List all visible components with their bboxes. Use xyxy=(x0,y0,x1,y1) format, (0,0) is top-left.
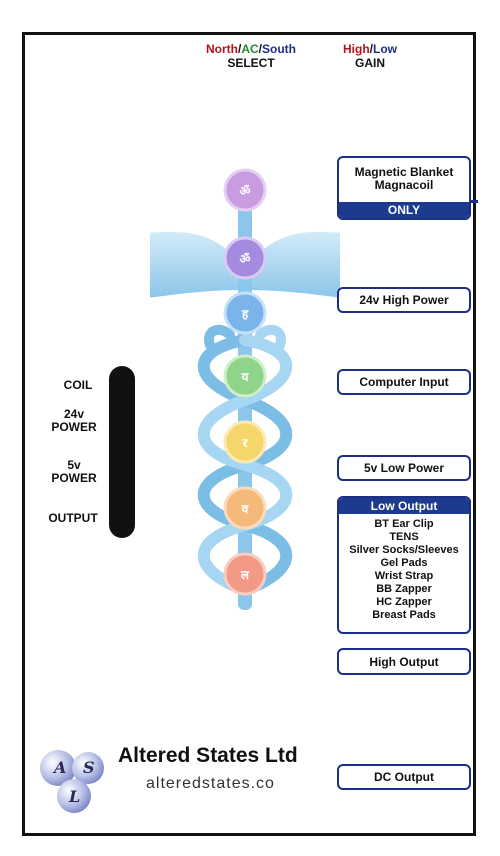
north-label: North xyxy=(205,42,238,56)
gain-header: High/Low GAIN xyxy=(330,42,410,70)
low-output-item: Gel Pads xyxy=(380,557,428,569)
company-name: Altered States Ltd xyxy=(118,744,298,767)
low-output-list: BT Ear Clip TENS Silver Socks/Sleeves Ge… xyxy=(339,514,469,622)
svg-text:व: व xyxy=(241,502,250,516)
caduceus-icon: ॐ ॐ ह य र व ल xyxy=(150,168,340,610)
logo-letter-l: L xyxy=(68,787,80,806)
select-header: North/AC/South SELECT xyxy=(196,42,306,70)
low-output-item: BT Ear Clip xyxy=(374,518,434,530)
power5-label: 5v POWER xyxy=(40,459,108,485)
low-output-item: Silver Socks/Sleeves xyxy=(349,544,459,556)
svg-text:ल: ल xyxy=(240,568,250,582)
low-output-title: Low Output xyxy=(339,498,469,514)
low-output-item: HC Zapper xyxy=(376,596,432,608)
svg-text:य: य xyxy=(241,370,250,384)
magnetic-line2: Magnacoil xyxy=(374,178,434,192)
logo-spheres-icon: A S L xyxy=(40,750,104,813)
chakra-throat-icon: ह xyxy=(223,291,267,335)
low-output-item: TENS xyxy=(389,531,419,543)
chakra-heart-icon: य xyxy=(223,354,267,398)
low-label: Low xyxy=(373,42,397,56)
coil-label: COIL xyxy=(63,378,93,392)
chakra-third-eye-icon: ॐ xyxy=(223,236,267,280)
svg-text:ॐ: ॐ xyxy=(240,252,251,266)
select-caption: SELECT xyxy=(227,56,275,70)
chakra-crown-icon: ॐ xyxy=(223,168,267,212)
svg-text:र: र xyxy=(242,436,249,450)
high-output-label[interactable]: High Output xyxy=(337,648,471,675)
low-power-label[interactable]: 5v Low Power xyxy=(337,455,471,481)
company-url[interactable]: alteredstates.co xyxy=(146,775,275,792)
low-output-item: Breast Pads xyxy=(372,609,436,621)
computer-input-label[interactable]: Computer Input xyxy=(337,369,471,395)
high-power-label[interactable]: 24v High Power xyxy=(337,287,471,313)
low-output-item: Wrist Strap xyxy=(374,570,434,582)
power24-line1: 24v xyxy=(63,407,85,421)
magnetic-only-band: ONLY xyxy=(339,202,469,218)
dc-output-label[interactable]: DC Output xyxy=(337,764,471,790)
logo-letter-s: S xyxy=(83,758,95,777)
sep: / xyxy=(258,42,263,56)
connector-slot[interactable] xyxy=(109,366,135,538)
sep: / xyxy=(237,42,242,56)
south-label: South xyxy=(262,42,297,56)
low-output-item: BB Zapper xyxy=(376,583,432,595)
power24-label: 24v POWER xyxy=(40,408,108,434)
chakra-solar-icon: र xyxy=(223,420,267,464)
ac-label: AC xyxy=(241,42,259,56)
output-label: OUTPUT xyxy=(48,511,98,525)
chakra-root-icon: ल xyxy=(223,552,267,596)
svg-text:ह: ह xyxy=(241,307,249,321)
magnetic-tick xyxy=(471,200,478,203)
power5-line1: 5v xyxy=(67,458,81,472)
logo-letter-a: A xyxy=(52,758,66,777)
gain-caption: GAIN xyxy=(355,56,385,70)
high-label: High xyxy=(342,42,370,56)
sep: / xyxy=(369,42,373,56)
magnetic-line1: Magnetic Blanket xyxy=(354,165,454,179)
svg-text:ॐ: ॐ xyxy=(240,184,251,198)
low-output-box[interactable]: Low Output BT Ear Clip TENS Silver Socks… xyxy=(337,496,471,634)
magnetic-blanket-box[interactable]: Magnetic Blanket Magnacoil ONLY xyxy=(337,156,471,220)
power5-line2: POWER xyxy=(51,471,97,485)
power24-line2: POWER xyxy=(51,420,97,434)
chakra-sacral-icon: व xyxy=(223,486,267,530)
